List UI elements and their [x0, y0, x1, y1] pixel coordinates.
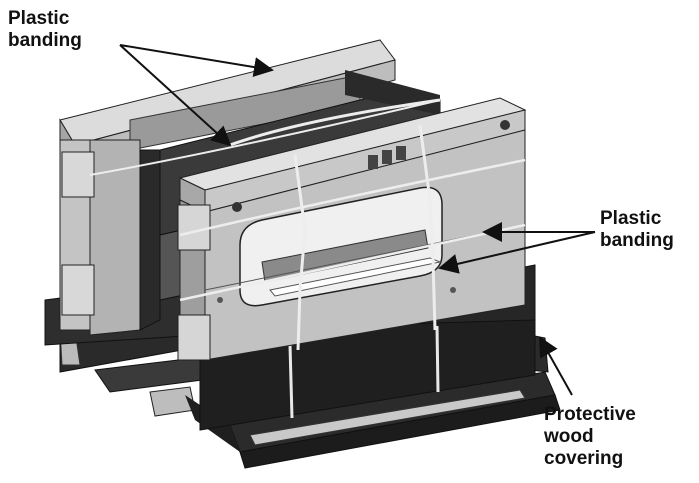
back-mold-plate	[59, 39, 396, 336]
wood-covering-label: Protective wood covering	[544, 404, 636, 470]
arrow-side-banding-lower	[438, 231, 596, 274]
side-banding-label: Plastic banding	[600, 208, 674, 252]
top-banding-label: Plastic banding	[8, 8, 82, 52]
wood-covering-label-line3: covering	[544, 448, 624, 469]
wood-covering-label-line1: Protective	[544, 404, 636, 425]
callout-arrows	[119, 44, 596, 396]
front-mold-plate	[177, 97, 527, 361]
top-banding-label-line1: Plastic	[8, 8, 70, 29]
arrow-top-banding-right	[119, 44, 274, 77]
side-banding-label-line2: banding	[600, 230, 674, 251]
top-banding	[89, 98, 441, 176]
arrow-wood-covering	[539, 336, 573, 396]
side-banding-label-line1: Plastic	[600, 208, 662, 229]
top-banding-label-line2: banding	[8, 30, 82, 51]
arrow-top-banding-left	[119, 44, 232, 147]
wood-covering-label-line2: wood	[544, 426, 594, 447]
